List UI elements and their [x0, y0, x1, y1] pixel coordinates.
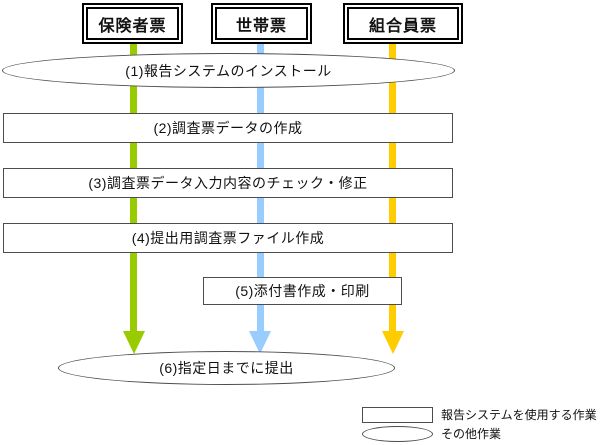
legend-rect-label: 報告システムを使用する作業	[441, 408, 597, 422]
step-4-rect: (4)提出用調査票ファイル作成	[3, 223, 453, 253]
step-5-rect: (5)添付書作成・印刷	[203, 277, 402, 305]
step-6-ellipse: (6)指定日までに提出	[58, 351, 395, 385]
step-3-rect: (3)調査票データ入力内容のチェック・修正	[3, 168, 453, 198]
arrow-down-icon	[382, 331, 404, 354]
legend-rect-symbol	[362, 407, 433, 423]
arrow-down-icon	[249, 331, 271, 354]
step-1-ellipse: (1)報告システムのインストール	[2, 53, 455, 88]
box-member-form: 組合員票	[343, 3, 463, 44]
step-2-rect: (2)調査票データの作成	[3, 113, 453, 143]
arrow-down-icon	[123, 331, 145, 354]
box-insurer-form: 保険者票	[82, 3, 183, 44]
box-insurer-form-label: 保険者票	[86, 7, 179, 40]
box-household-form: 世帯票	[211, 3, 312, 44]
legend-ellipse-label: その他作業	[441, 427, 502, 441]
legend-ellipse-symbol	[362, 426, 433, 442]
box-household-form-label: 世帯票	[215, 7, 308, 40]
box-member-form-label: 組合員票	[347, 7, 459, 40]
